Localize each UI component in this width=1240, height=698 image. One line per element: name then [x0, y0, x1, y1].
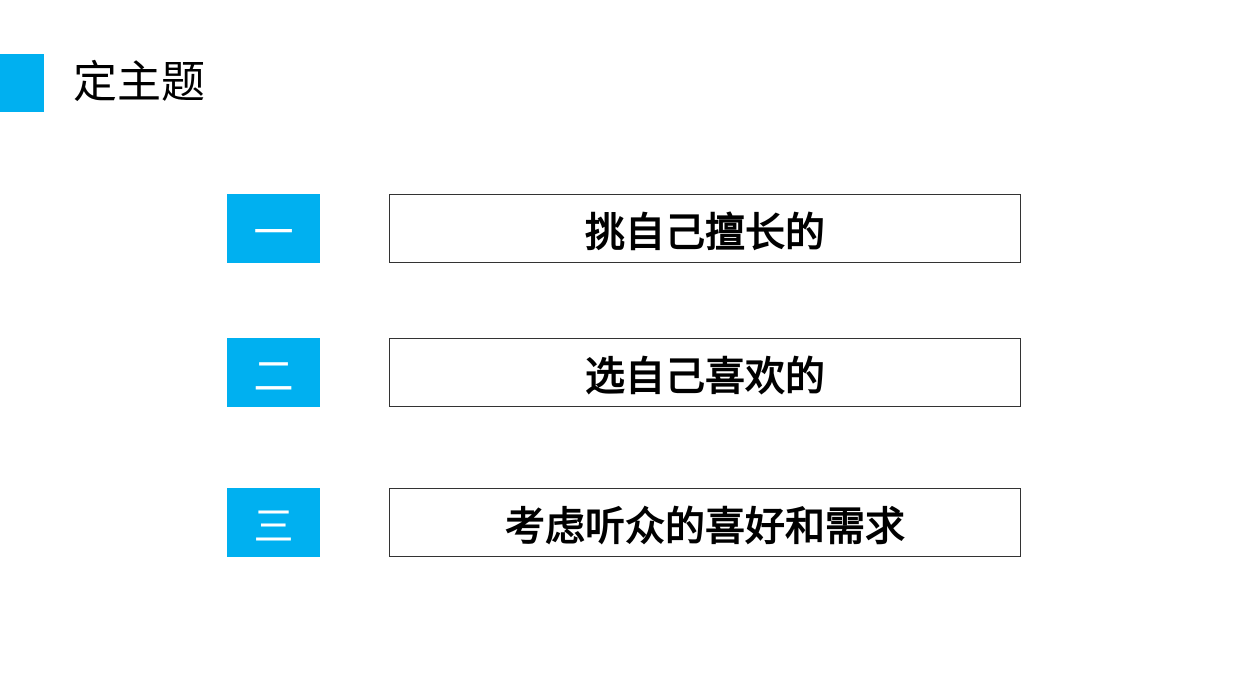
- page-title: 定主题: [73, 57, 205, 108]
- item-number-3: 三: [227, 488, 320, 557]
- item-number-1: 一: [227, 194, 320, 263]
- title-accent-bar: [0, 54, 44, 112]
- item-text-1: 挑自己擅长的: [389, 194, 1021, 263]
- item-text-3: 考虑听众的喜好和需求: [389, 488, 1021, 557]
- item-number-2: 二: [227, 338, 320, 407]
- item-text-2: 选自己喜欢的: [389, 338, 1021, 407]
